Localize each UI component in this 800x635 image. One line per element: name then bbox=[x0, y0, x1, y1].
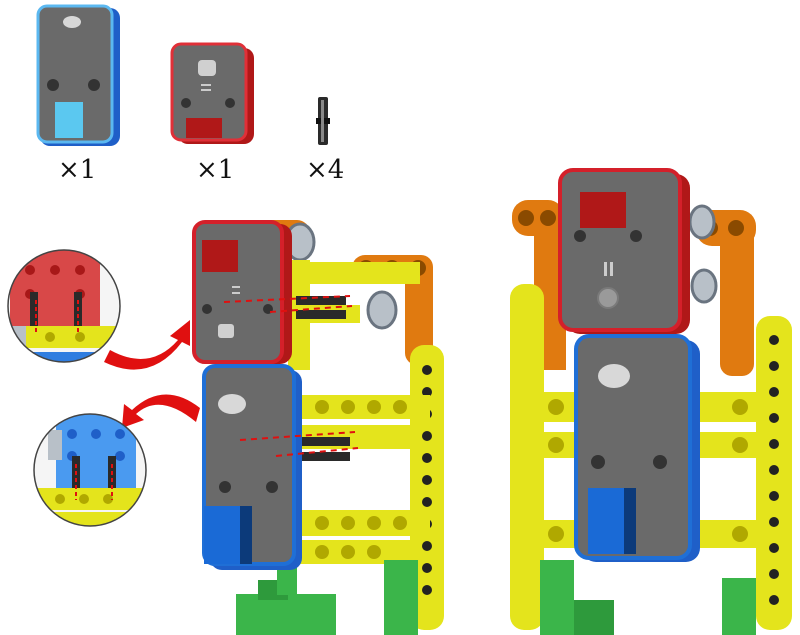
detail-inset-red-module bbox=[7, 249, 121, 363]
part-red-module bbox=[170, 42, 254, 144]
rotate-arrow-red-module bbox=[104, 320, 190, 370]
detail-inset-blue-module bbox=[33, 413, 147, 527]
part-red-quantity: ×1 bbox=[196, 155, 234, 185]
right-assembly bbox=[510, 168, 792, 635]
alignment-guides bbox=[223, 295, 359, 457]
rotate-arrow-blue-module bbox=[122, 394, 200, 428]
part-pin-quantity: ×4 bbox=[306, 155, 344, 185]
blue-module-attached bbox=[574, 334, 700, 562]
green-base bbox=[236, 555, 418, 635]
part-blue-module bbox=[36, 4, 120, 146]
yellow-frame bbox=[288, 260, 444, 630]
red-module-attached bbox=[558, 168, 690, 334]
red-module-mounting bbox=[192, 220, 292, 364]
part-blue-quantity: ×1 bbox=[58, 155, 96, 185]
blue-module-mounting bbox=[202, 364, 302, 570]
parts-list: ×1 ×1 ×4 bbox=[36, 4, 344, 185]
left-assembly bbox=[7, 220, 444, 635]
green-base-right bbox=[540, 560, 756, 635]
part-connector-pin bbox=[316, 97, 330, 145]
